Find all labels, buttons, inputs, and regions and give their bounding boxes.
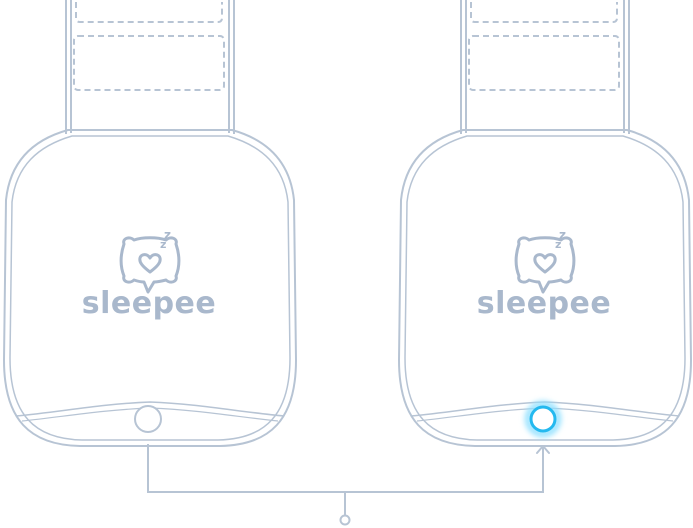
brand-label-left: sleepee xyxy=(82,286,217,321)
button-glow xyxy=(525,401,561,437)
zz-small-right: z xyxy=(555,238,561,251)
device-left: z z sleepee xyxy=(2,0,298,447)
device-body-left xyxy=(2,129,298,447)
sync-connector xyxy=(147,444,544,515)
power-button-right[interactable] xyxy=(529,405,557,433)
arrow-up-icon xyxy=(536,445,550,454)
pillow-heart-zz-icon xyxy=(119,236,181,294)
strap-left xyxy=(65,0,235,134)
device-right: z z sleepee xyxy=(397,0,693,447)
zz-small-left: z xyxy=(160,238,166,251)
zz-large-left: z xyxy=(164,228,171,242)
power-button-left[interactable] xyxy=(134,405,162,433)
zz-large-right: z xyxy=(559,228,566,242)
pillow-heart-zz-icon xyxy=(514,236,576,294)
strap-right xyxy=(460,0,630,134)
brand-label-right: sleepee xyxy=(477,286,612,321)
circle-node-icon xyxy=(339,514,351,526)
